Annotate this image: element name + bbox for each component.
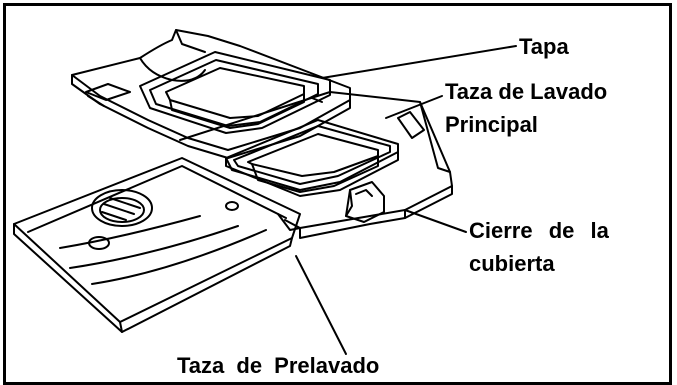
label-lid: Tapa	[519, 34, 569, 59]
label-cover-latch-line2: cubierta	[469, 251, 555, 276]
lid-cup-frame	[139, 51, 331, 134]
lid-drawing	[71, 29, 351, 159]
main-wash-cup-drawing	[225, 119, 399, 197]
label-main-wash-cup-line2: Principal	[445, 112, 538, 137]
label-cover-latch-line1: Cierre de la	[469, 218, 609, 243]
prewash-cover-drawing	[13, 157, 301, 333]
label-main-wash-cup-line1: Taza de Lavado	[445, 79, 608, 104]
dispenser-housing	[179, 91, 453, 239]
leader-lines	[295, 45, 517, 355]
label-prewash-cup: Taza de Prelavado	[177, 353, 380, 378]
